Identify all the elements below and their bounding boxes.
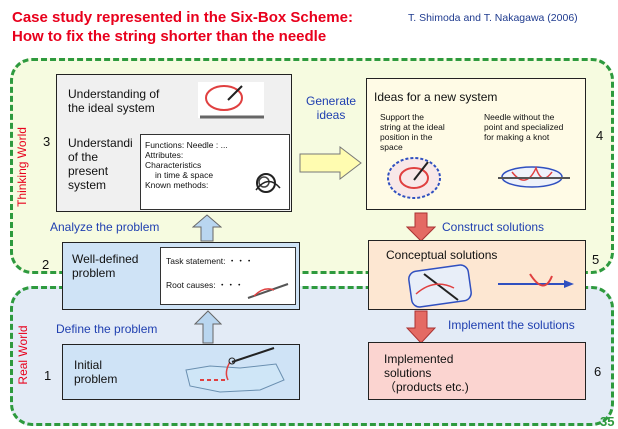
conceptual-tool-icon — [408, 264, 472, 308]
construct-label: Construct solutions — [442, 220, 545, 234]
ideal-system-label: Understanding of the ideal system — [68, 87, 159, 115]
needle-thread-icon — [247, 283, 289, 299]
analyze-arrow — [192, 214, 222, 242]
implement-arrow — [406, 310, 436, 344]
tangled-knot-icon — [255, 173, 281, 193]
box-6-line-1: Implemented — [384, 352, 454, 366]
problem-card — [160, 247, 296, 305]
idea-1-line-3: position in the — [380, 132, 433, 142]
page-title: Case study represented in the Six-Box Sc… — [12, 8, 353, 46]
box-1-number: 1 — [44, 368, 52, 383]
box-2-line-1: Well-defined — [72, 252, 139, 266]
box-2-title: Well-defined problem — [72, 252, 138, 280]
box-5-title: Conceptual solutions — [386, 248, 498, 262]
present-line-2: of the — [68, 150, 99, 164]
ideal-knot-icon — [198, 82, 264, 119]
box-5-conceptual — [368, 240, 586, 310]
idea-2-line-1: Needle without the — [484, 112, 555, 122]
page-number: 35 — [600, 414, 615, 429]
box-6-implemented — [368, 342, 586, 400]
card-text: Functions: Needle : ... Attributes: Char… — [145, 140, 228, 190]
supported-string-icon — [387, 157, 441, 199]
box-6-line-3: （products etc.) — [384, 380, 469, 394]
generate-line-2: ideas — [316, 108, 346, 122]
box-6-line-2: solutions — [384, 366, 432, 380]
idea-2-line-3: for making a knot — [484, 132, 550, 142]
card-characteristics-2: in time & space — [155, 170, 214, 180]
idea-1-line-1: Support the — [380, 112, 424, 122]
conceptual-needle-icon — [498, 273, 574, 288]
author-credit: T. Shimoda and T. Nakagawa (2006) — [408, 12, 578, 24]
box-2-number: 2 — [42, 257, 50, 272]
generate-ideas-arrow — [299, 146, 362, 180]
card-functions: Functions: Needle : ... — [145, 140, 228, 150]
box-5-number: 5 — [592, 252, 600, 267]
box-6-text: Implemented solutions （products etc.) — [384, 352, 469, 394]
present-line-3: present — [68, 164, 109, 178]
generate-line-1: Generate — [306, 94, 357, 108]
box-3-number: 3 — [43, 134, 51, 149]
implement-label: Implement the solutions — [448, 318, 575, 332]
present-system-card — [140, 134, 290, 210]
real-world-label: Real World — [16, 325, 30, 385]
box-6-number: 6 — [594, 364, 602, 379]
title-line-1: Case study represented in the Six-Box Sc… — [12, 9, 353, 26]
analyze-label: Analyze the problem — [50, 220, 160, 234]
thinking-world-label: Thinking World — [15, 127, 29, 207]
idea-1-line-4: space — [380, 142, 403, 152]
idea-2-text: Needle without the point and specialized… — [484, 112, 563, 142]
box-1-line-2: problem — [74, 372, 118, 386]
box-4-title: Ideas for a new system — [374, 90, 498, 104]
present-line-1: Understandi — [68, 136, 133, 150]
present-line-4: system — [68, 178, 107, 192]
card-known-methods: Known methods: — [145, 180, 209, 190]
task-statement: Task statement: ・・・ — [166, 256, 254, 266]
present-system-label: Understandi of the present system — [68, 136, 133, 192]
card-attributes: Attributes: — [145, 150, 184, 160]
root-causes: Root causes: ・・・ — [166, 280, 244, 290]
knot-needle-icon — [498, 165, 570, 188]
generate-ideas-label: Generate ideas — [306, 94, 356, 122]
ideal-line-1: Understanding of — [68, 87, 160, 101]
ideal-line-2: the ideal system — [68, 101, 155, 115]
card-characteristics-1: Characteristics — [145, 160, 202, 170]
define-arrow — [194, 310, 222, 344]
box-2-line-2: problem — [72, 266, 116, 280]
torn-cloth-icon — [185, 347, 285, 393]
title-line-2: How to fix the string shorter than the n… — [12, 28, 327, 45]
box-1-title: Initial problem — [74, 358, 117, 386]
box-1-line-1: Initial — [74, 358, 103, 372]
idea-1-text: Support the string at the ideal position… — [380, 112, 445, 152]
define-label: Define the problem — [56, 322, 158, 336]
box-4-number: 4 — [596, 128, 604, 143]
idea-1-line-2: string at the ideal — [380, 122, 445, 132]
construct-arrow — [406, 212, 436, 242]
idea-2-line-2: point and specialized — [484, 122, 564, 132]
